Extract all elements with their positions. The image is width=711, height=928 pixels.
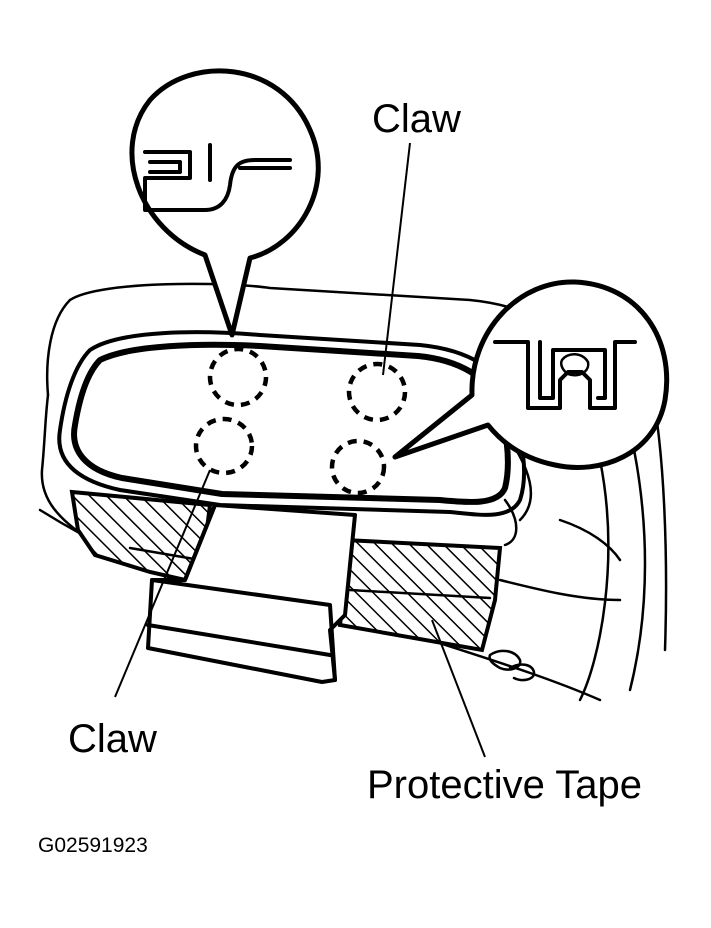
claw-positions xyxy=(193,346,408,496)
figure-id: G02591923 xyxy=(38,834,148,857)
leader-line-claw-top xyxy=(382,142,411,376)
claw-position-marker xyxy=(346,361,408,423)
leader-lines xyxy=(114,142,486,758)
claw-position-marker xyxy=(329,438,387,496)
claw-clip-detail-icon xyxy=(493,340,637,410)
label-claw-bottom: Claw xyxy=(68,717,157,761)
pry-tool xyxy=(146,503,357,684)
protective-tape-area xyxy=(69,489,503,653)
claw-position-marker xyxy=(207,346,269,408)
leader-line-claw-bottom xyxy=(114,469,211,698)
leader-line-protective-tape xyxy=(431,619,486,758)
right-detail-callout xyxy=(392,279,670,470)
left-detail-callout xyxy=(129,68,321,338)
label-claw-top: Claw xyxy=(372,97,461,141)
claw-position-marker xyxy=(193,416,255,476)
lens-frame xyxy=(57,330,527,517)
claw-profile-detail-icon xyxy=(143,143,292,212)
label-protective-tape: Protective Tape xyxy=(367,763,642,807)
